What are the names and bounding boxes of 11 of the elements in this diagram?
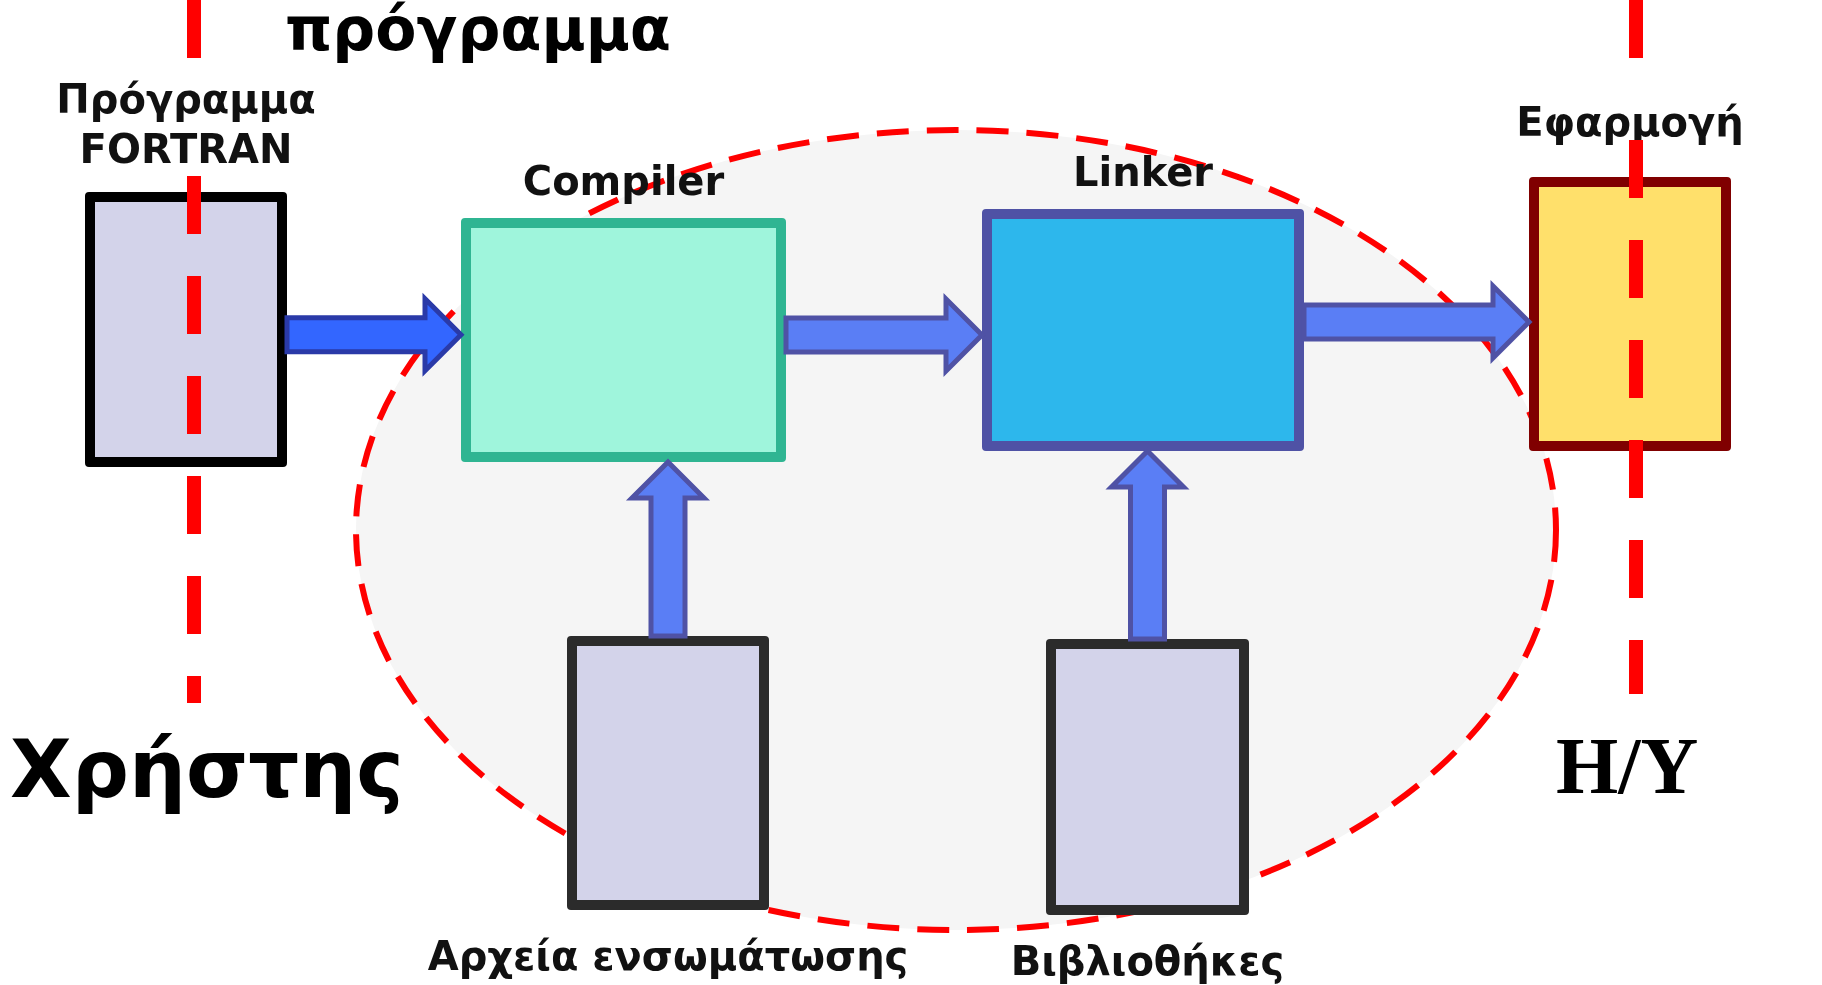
side-label: Χρήστης <box>10 722 404 818</box>
node-label: Βιβλιοθήκες <box>1009 937 1286 985</box>
node-label: Πρόγραμμα FORTRAN <box>55 75 317 174</box>
block-arrow <box>1301 279 1533 365</box>
node-label: Εφαρμογή <box>1515 98 1745 147</box>
side-label: Η/Υ <box>1556 721 1699 812</box>
title: πρόγραμμα <box>283 0 673 62</box>
node-label: Linker <box>1071 148 1215 197</box>
block-arrow <box>625 458 711 639</box>
block-arrow <box>284 292 465 377</box>
node-label: Αρχεία ενσωμάτωσης <box>426 932 910 980</box>
